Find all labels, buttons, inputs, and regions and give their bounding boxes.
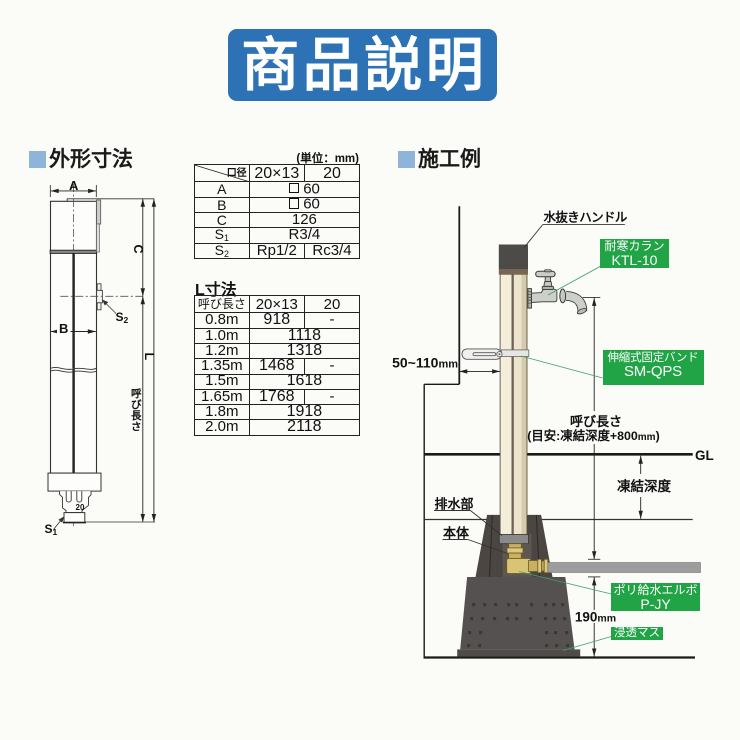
svg-text:50~110mm: 50~110mm <box>392 355 458 371</box>
svg-text:C: C <box>131 245 145 254</box>
svg-text:排水部: 排水部 <box>435 497 474 512</box>
svg-text:呼び長さ: 呼び長さ <box>570 414 622 429</box>
svg-text:び: び <box>131 398 142 411</box>
svg-text:S2: S2 <box>116 310 129 325</box>
svg-text:B: B <box>59 321 68 336</box>
svg-text:GL: GL <box>695 448 714 463</box>
svg-text:A: A <box>69 178 79 193</box>
svg-text:本体: 本体 <box>443 526 470 541</box>
svg-text:長: 長 <box>131 410 142 422</box>
svg-text:20: 20 <box>76 503 85 512</box>
svg-text:S1: S1 <box>45 522 58 537</box>
svg-text:水抜きハンドル: 水抜きハンドル <box>544 210 628 225</box>
svg-text:さ: さ <box>131 421 142 433</box>
svg-text:L: L <box>142 353 156 361</box>
svg-text:凍結深度: 凍結深度 <box>617 478 671 494</box>
svg-text:190mm: 190mm <box>575 610 616 625</box>
svg-text:(目安:凍結深度+800mm): (目安:凍結深度+800mm) <box>527 428 659 443</box>
svg-text:呼: 呼 <box>131 387 142 400</box>
